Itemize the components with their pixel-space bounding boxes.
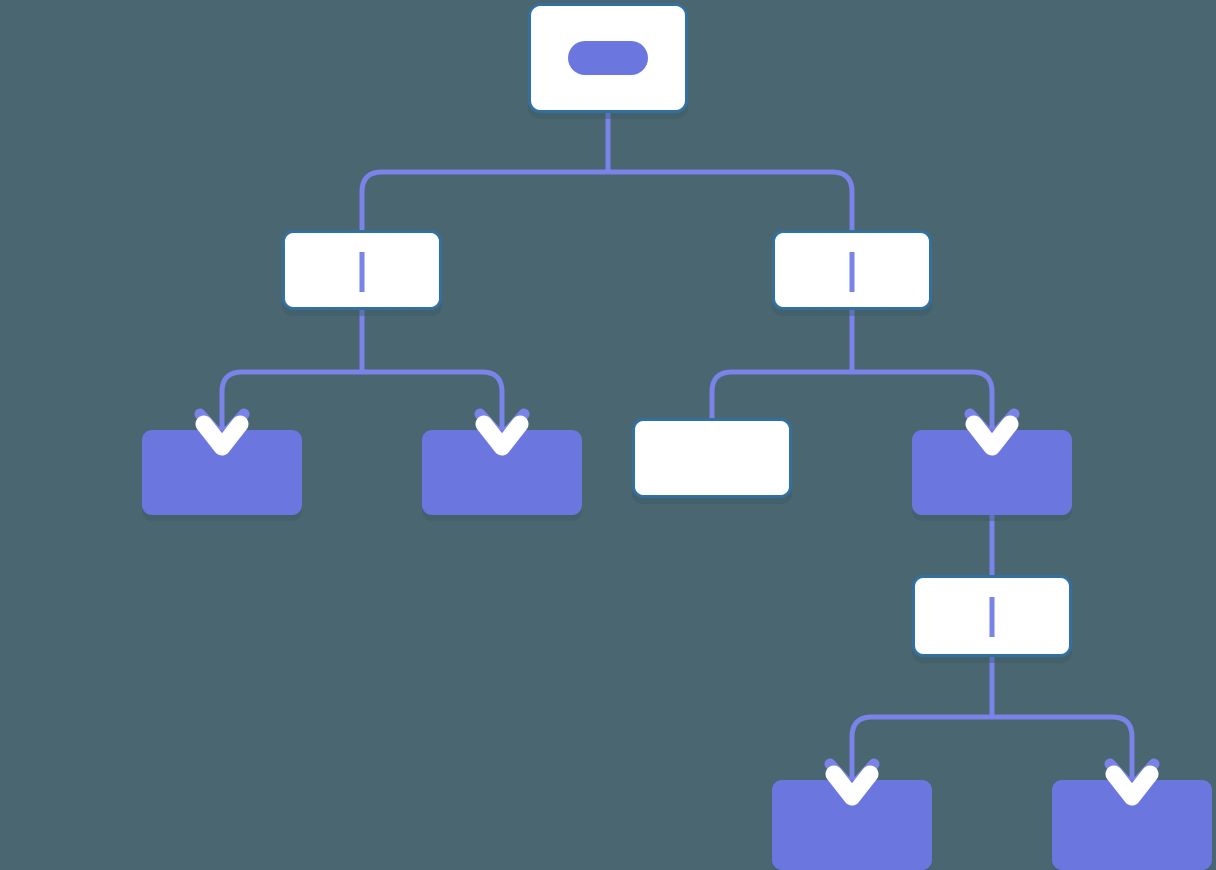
node-level3-a-box[interactable] <box>142 430 302 515</box>
node-level3-b-box[interactable] <box>422 430 582 515</box>
arrowhead-white-layer <box>195 415 1159 806</box>
edge-n8-to-n10 <box>992 714 1135 782</box>
node-level3-d-box[interactable] <box>912 430 1072 515</box>
edge-n3-to-n7 <box>852 369 995 432</box>
node-level3-c-box[interactable] <box>632 418 792 498</box>
node-root[interactable] <box>528 3 688 113</box>
edge-n2-to-n5 <box>362 369 505 432</box>
node-level3-b[interactable] <box>422 430 582 515</box>
arrow-down-icon-n10 <box>1105 765 1159 806</box>
edge-root-to-left <box>359 169 608 232</box>
edge-root-to-right <box>608 169 855 232</box>
node-level3-a[interactable] <box>142 430 302 515</box>
arrow-down-icon-n4 <box>195 415 249 456</box>
edge-n2-to-n4 <box>219 369 362 432</box>
arrow-down-icon-n5 <box>475 415 529 456</box>
edge-n3-to-n6 <box>709 369 852 420</box>
arrow-down-icon-n9 <box>825 765 879 806</box>
edge-n8-to-n9 <box>849 714 992 782</box>
node-level5-left[interactable] <box>772 780 932 870</box>
node-level5-left-box[interactable] <box>772 780 932 870</box>
line-through-level2-layer <box>359 252 855 292</box>
node-level3-d[interactable] <box>912 430 1072 515</box>
node-level5-right[interactable] <box>1052 780 1212 870</box>
node-level3-c[interactable] <box>632 418 792 498</box>
arrow-down-icon-n7 <box>965 415 1019 456</box>
node-root-pill <box>568 41 648 75</box>
node-level5-right-box[interactable] <box>1052 780 1212 870</box>
